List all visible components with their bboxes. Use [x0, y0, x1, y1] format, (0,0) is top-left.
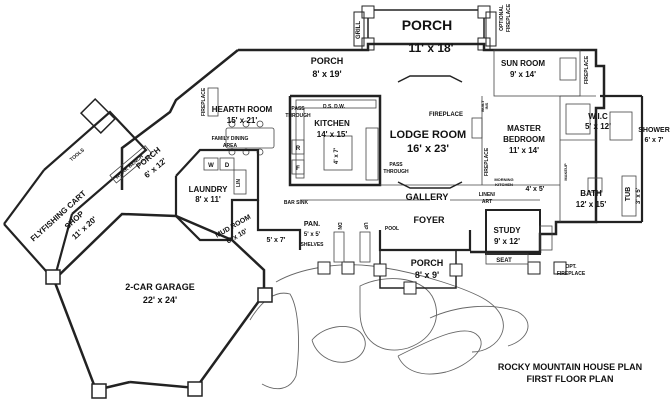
bar-sink-note: BAR SINK	[284, 200, 309, 206]
sun-room-name: SUN ROOM	[501, 59, 545, 68]
opt-fireplace-note-1: OPT.	[565, 264, 577, 270]
island-size: 4' x 7'	[334, 147, 340, 164]
master-suite-fixtures	[565, 94, 644, 224]
exterior-walls	[120, 42, 606, 254]
stair-down: DN	[336, 222, 342, 230]
fireplace-master-note: FIREPLACE	[484, 147, 490, 176]
makeup-note: MAKEUP	[563, 163, 568, 181]
laundry-mud-rooms	[174, 148, 260, 242]
porch-left-size: 8' x 19'	[312, 69, 341, 79]
fireplace-lodge-note: FIREPLACE	[429, 112, 463, 118]
kitchen-name: KITCHEN	[314, 119, 350, 128]
washer-mark: W	[208, 163, 214, 169]
pool-note: POOL	[385, 226, 399, 232]
plan-level: FIRST FLOOR PLAN	[527, 374, 614, 384]
opt-fireplace-note-2: FIREPLACE	[557, 271, 586, 277]
garage-name: 2-CAR GARAGE	[125, 282, 195, 292]
porch-front-name: PORCH	[411, 258, 444, 268]
gallery-name: GALLERY	[406, 192, 449, 202]
bath-size: 12' x 15'	[576, 200, 607, 209]
closet-size: 5' x 7'	[267, 237, 286, 244]
lodge-room-name: LODGE ROOM	[390, 129, 466, 141]
family-dining-note-1: FAMILY DINING	[212, 136, 249, 142]
freezer-mark: F	[296, 166, 300, 172]
pass-through-lodge-2: THROUGH	[383, 169, 409, 175]
sun-room-area	[493, 49, 581, 97]
kitchen-size: 14' x 15'	[317, 130, 348, 139]
pass-through-lodge-1: PASS	[389, 162, 403, 168]
shelves-note: SHELVES	[301, 242, 325, 248]
study-size: 9' x 12'	[494, 237, 520, 246]
wic-size: 5' x 12'	[585, 122, 611, 131]
linen-mark: LIN	[236, 179, 242, 187]
tub-size: 3' x 5'	[636, 187, 642, 204]
optional-fireplace-note-2: FIREPLACE	[506, 3, 512, 32]
grill-note: GRILL	[356, 21, 362, 39]
plan-title: ROCKY MOUNTAIN HOUSE PLAN FIRST FLOOR PL…	[498, 362, 642, 384]
tools-note: TOOLS	[69, 147, 86, 163]
morning-kitchen-note-2: KITCHEN	[495, 182, 513, 187]
morning-kitchen-note-1: MORNING	[494, 177, 513, 182]
shower-size: 6' x 7'	[645, 137, 664, 144]
lodge-room-bay	[397, 75, 483, 189]
kitchen-fixtures	[291, 99, 379, 181]
linen-art-note-1: LINEN/	[479, 192, 496, 198]
optional-fireplace-note-1: OPTIONAL	[499, 5, 505, 31]
foyer-front-porch	[317, 230, 567, 295]
dryer-mark: D	[225, 163, 230, 169]
master-bedroom-name-1: MASTER	[507, 124, 541, 133]
site-curves	[249, 264, 529, 390]
shower-name: SHOWER	[638, 127, 670, 134]
plan-name: ROCKY MOUNTAIN HOUSE PLAN	[498, 362, 642, 372]
porch-left-name: PORCH	[311, 56, 344, 66]
porch-top-size: 11' x 18'	[408, 41, 453, 55]
master-bedroom-size: 11' x 14'	[509, 146, 539, 155]
pass-through-kitchen-1: PASS	[291, 106, 305, 112]
porch-top-name: PORCH	[402, 17, 453, 33]
lodge-room-size: 16' x 23'	[407, 143, 449, 155]
garage-size: 22' x 24'	[143, 295, 177, 305]
stair-up: UP	[362, 223, 368, 231]
laundry-size: 8' x 11'	[195, 195, 221, 204]
family-dining-note-2: AREA	[223, 143, 238, 149]
sun-room-size: 9' x 14'	[510, 70, 536, 79]
pantry-name: PAN.	[304, 221, 320, 228]
pantry-size: 5' x 5'	[304, 232, 321, 238]
linen-art-note-2: ART	[482, 199, 492, 205]
flyfishing-shop	[3, 97, 153, 283]
foyer-name: FOYER	[413, 215, 445, 225]
ds-dw-note: D.S. D.W.	[323, 104, 346, 110]
hearth-room-size: 15' x 21'	[227, 116, 258, 125]
pass-through-kitchen-2: THROUGH	[285, 113, 311, 119]
built-ins-note-2: INS	[484, 102, 489, 109]
hearth-room-name: HEARTH ROOM	[212, 105, 273, 114]
study-name: STUDY	[493, 226, 521, 235]
closet-study-size: 4' x 5'	[526, 186, 545, 193]
built-ins-note-1: BUILT	[480, 100, 485, 112]
laundry-name: LAUNDRY	[189, 185, 228, 194]
master-bedroom-name-2: BEDROOM	[503, 135, 545, 144]
fireplace-sun-note: FIREPLACE	[584, 55, 590, 84]
study	[485, 209, 553, 265]
garage	[45, 212, 273, 399]
hearth-room-furnishings	[207, 87, 275, 156]
wic-name: W.I.C	[588, 112, 608, 121]
tub-name: TUB	[625, 187, 632, 201]
bath-name: BATH	[580, 189, 602, 198]
fridge-mark: R	[296, 146, 301, 152]
porch-front-size: 8' x 9'	[415, 270, 439, 280]
fireplace-hearth-note: FIREPLACE	[201, 87, 207, 116]
seat-note: SEAT	[496, 258, 512, 264]
